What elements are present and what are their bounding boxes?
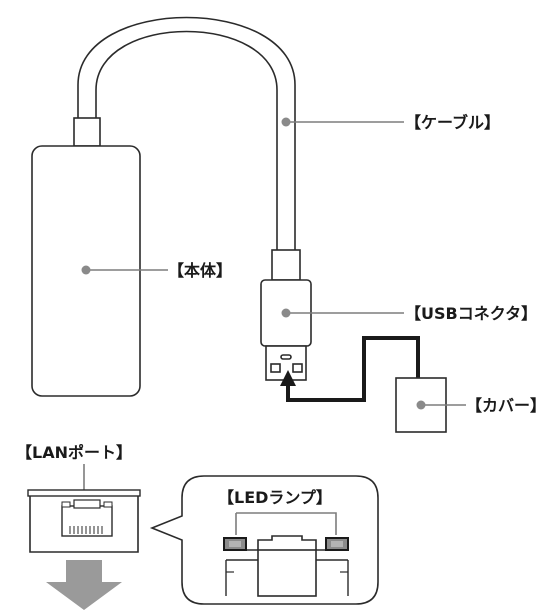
label-cover: 【カバー】 [466,396,546,415]
connector-strain-relief [271,249,301,281]
label-body: 【本体】 [168,261,232,280]
cable-outer-edge [77,16,296,250]
cable-inner-edge [95,30,278,250]
cover-attach-arrow [280,370,296,386]
label-cable: 【ケーブル】 [405,113,500,132]
cable [77,16,296,250]
led-detail [223,512,349,597]
label-led-lamp: 【LEDランプ】 [218,488,332,507]
cover-attach-line [286,336,420,402]
label-usb-connector: 【USBコネクタ】 [405,304,537,323]
leader-dots [81,117,426,410]
label-lan-port: 【LANポート】 [16,443,132,462]
down-arrow [46,560,122,610]
lan-port-side [27,489,141,553]
body-strain-relief [73,117,101,147]
